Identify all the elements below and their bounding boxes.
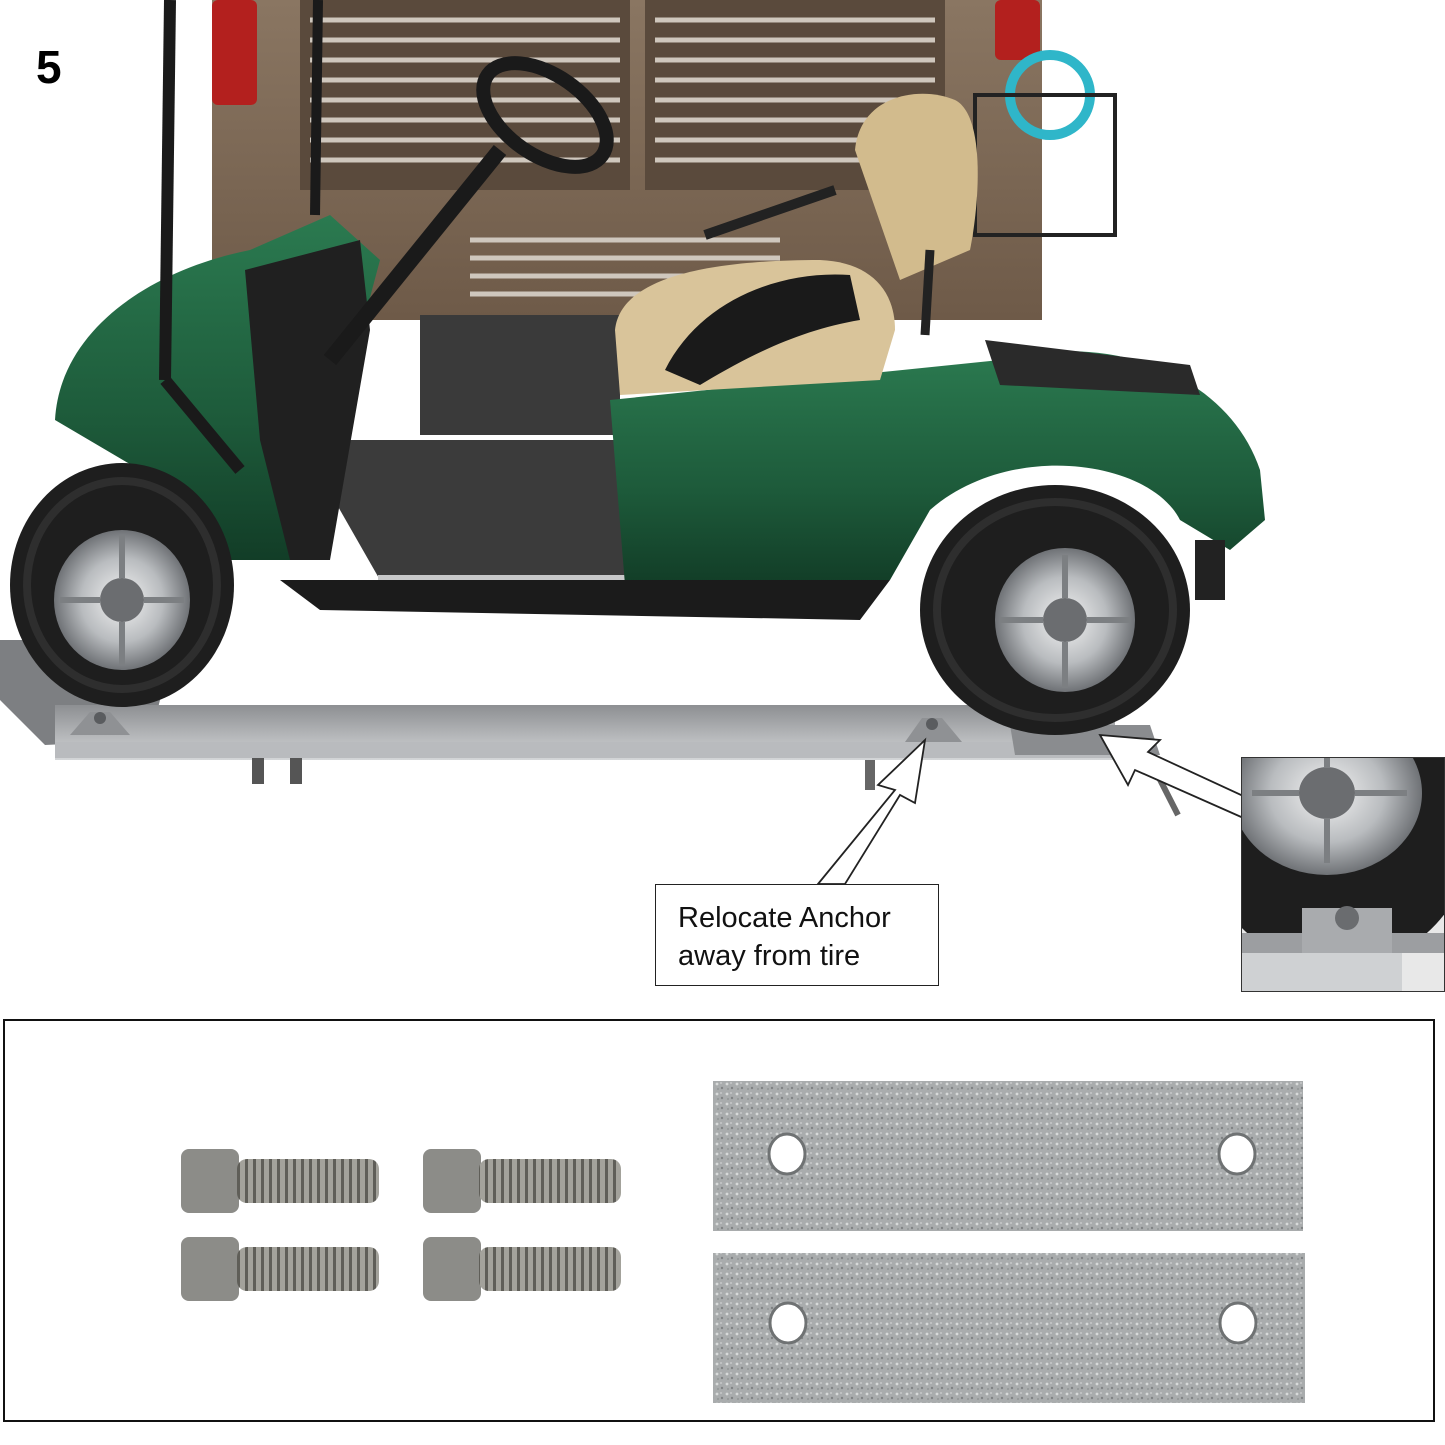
hardware-parts-drawing bbox=[181, 1081, 1305, 1403]
bolt-2 bbox=[423, 1149, 621, 1213]
callout-line-2: away from tire bbox=[678, 940, 861, 972]
step-number: 5 bbox=[36, 41, 62, 93]
hardware-parts-panel bbox=[3, 1019, 1435, 1422]
callout-line-1: Relocate Anchor bbox=[678, 902, 891, 934]
plate-2 bbox=[713, 1253, 1305, 1403]
relocate-anchor-callout: Relocate Anchor away from tire bbox=[655, 884, 939, 986]
arrow-to-anchor bbox=[816, 737, 927, 885]
arrow-to-inset bbox=[1098, 733, 1254, 822]
bolt-3 bbox=[181, 1237, 379, 1301]
bolt-4 bbox=[423, 1237, 621, 1301]
tire-anchor-closeup-photo bbox=[1241, 757, 1445, 992]
plate-1 bbox=[713, 1081, 1303, 1231]
tire-closeup-drawing bbox=[1242, 758, 1444, 991]
bolt-1 bbox=[181, 1149, 379, 1213]
golf-cart-photo bbox=[0, 0, 1265, 885]
